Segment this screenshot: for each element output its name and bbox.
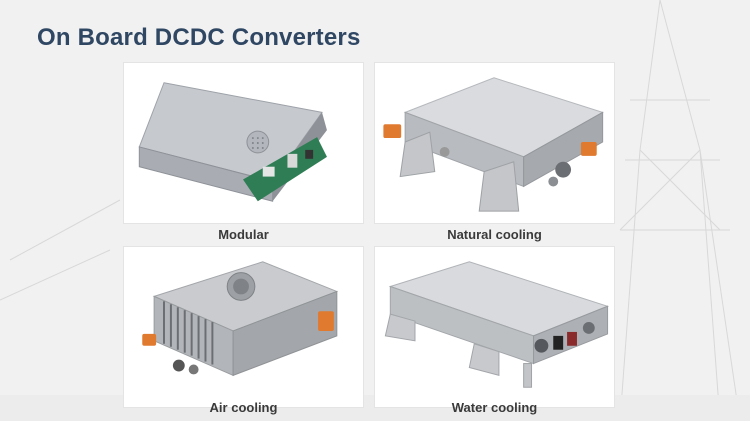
product-card-air-cooling (123, 246, 364, 408)
caption-water-cooling: Water cooling (451, 400, 538, 415)
caption-natural-cooling: Natural cooling (447, 227, 542, 242)
water-cooling-converter-image (384, 261, 610, 388)
page-title: On Board DCDC Converters (37, 24, 361, 51)
product-card-modular (123, 62, 364, 224)
product-card-natural-cooling (374, 62, 615, 224)
natural-cooling-converter-image (383, 77, 604, 212)
caption-air-cooling: Air cooling (209, 400, 278, 415)
air-cooling-converter-image (142, 261, 339, 377)
product-card-water-cooling (374, 246, 615, 408)
modular-converter-image (138, 82, 327, 202)
caption-modular: Modular (218, 227, 269, 242)
